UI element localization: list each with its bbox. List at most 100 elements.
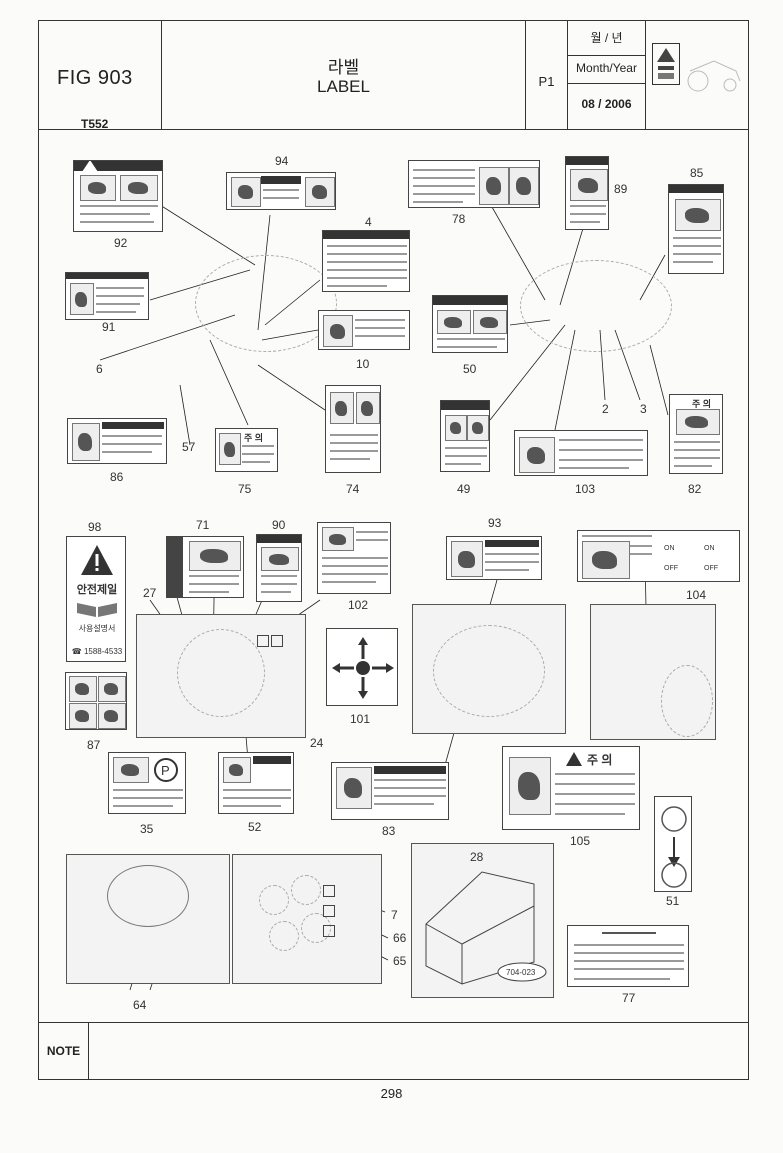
callout-78: 78 — [452, 212, 466, 226]
gauge-cluster-photo — [232, 854, 382, 984]
model-code: T552 — [81, 117, 109, 131]
label-98-safety-first: 안전제일 사용설명서 ☎ 1588-4533 — [66, 536, 126, 662]
label-103 — [514, 430, 648, 476]
callout-104: 104 — [686, 588, 707, 602]
callout-7: 7 — [391, 908, 398, 922]
label-102 — [317, 522, 391, 594]
tractor-left-sketch — [195, 255, 337, 352]
label-4 — [322, 230, 410, 292]
callout-98: 98 — [88, 520, 102, 534]
label-101-compass — [326, 628, 398, 706]
part-code-704-023: 704-023 — [506, 968, 536, 977]
label-51 — [654, 796, 692, 892]
label-93 — [446, 536, 542, 580]
label-91 — [65, 272, 149, 320]
label-89 — [565, 156, 609, 230]
label-105-caution: 주 의 — [587, 753, 613, 767]
callout-91: 91 — [102, 320, 116, 334]
callout-92: 92 — [114, 236, 128, 250]
steering-photo — [66, 854, 230, 984]
label-77 — [567, 925, 689, 987]
label-50 — [432, 295, 508, 353]
page-code: P1 — [538, 74, 555, 89]
callout-93: 93 — [488, 516, 502, 530]
callout-51: 51 — [666, 894, 680, 908]
header-block: FIG 903 T552 라벨 LABEL P1 월 / 년 Month/Yea… — [38, 20, 750, 131]
date-value: 08 / 2006 — [581, 97, 632, 111]
manual-text: 사용설명서 — [78, 624, 116, 633]
callout-65: 65 — [393, 954, 407, 968]
callout-52: 52 — [248, 820, 262, 834]
switch-on-text-2: ON — [704, 545, 715, 552]
callout-83: 83 — [382, 824, 396, 838]
callout-50: 50 — [463, 362, 477, 376]
callout-105: 105 — [570, 834, 591, 848]
page-code-cell: P1 — [526, 21, 568, 129]
callout-2: 2 — [602, 402, 609, 416]
label-85 — [668, 184, 724, 274]
svg-text:P: P — [161, 763, 170, 778]
label-74 — [325, 385, 381, 473]
parking-brake-icon: P — [154, 758, 178, 782]
callout-6: 6 — [96, 362, 103, 376]
label-87 — [65, 672, 127, 730]
date-divider — [568, 55, 645, 56]
warning-triangle-icon — [81, 545, 113, 575]
callout-86: 86 — [110, 470, 124, 484]
title-korean: 라벨 — [327, 58, 360, 77]
callout-82: 82 — [688, 482, 702, 496]
callout-3: 3 — [640, 402, 647, 416]
caution-triangle-icon — [566, 752, 582, 766]
label-105: 주 의 — [502, 746, 640, 830]
label-94 — [226, 172, 336, 210]
safety-first-text: 안전제일 — [76, 584, 118, 596]
label-78 — [408, 160, 540, 208]
label-49 — [440, 400, 490, 472]
dashboard-photo — [136, 614, 306, 738]
book-icon — [77, 603, 117, 617]
logo-icon — [652, 43, 680, 85]
title-cell: 라벨 LABEL — [162, 21, 526, 129]
callout-27: 27 — [143, 586, 157, 600]
label-83 — [331, 762, 449, 820]
label-75-caution: 주 의 — [244, 433, 264, 443]
label-52 — [218, 752, 294, 814]
fig-cell: FIG 903 T552 — [39, 21, 162, 131]
label-82-caution: 주 의 — [692, 399, 712, 409]
callout-66: 66 — [393, 931, 407, 945]
label-82: 주 의 — [669, 394, 723, 474]
fender-drawing: 704-023 — [411, 843, 554, 998]
lift-arrow-icon — [661, 806, 687, 888]
date-divider-2 — [568, 83, 645, 84]
date-label-english: Month/Year — [576, 61, 637, 75]
manufacturer-logo-cell — [646, 21, 750, 129]
callout-57: 57 — [182, 440, 196, 454]
page-number: 298 — [380, 1086, 403, 1101]
callout-87: 87 — [87, 738, 101, 752]
label-104: ON OFF ON OFF — [577, 530, 740, 582]
direction-arrows-icon — [332, 637, 394, 699]
faint-tractor-sketch-icon — [687, 60, 741, 92]
label-35: P — [108, 752, 186, 814]
callout-49: 49 — [457, 482, 471, 496]
fender-outline — [425, 871, 547, 985]
callout-28: 28 — [470, 850, 484, 864]
engine-side-photo — [412, 604, 566, 734]
callout-24: 24 — [310, 736, 324, 750]
cabin-photo — [590, 604, 716, 740]
callout-64: 64 — [133, 998, 147, 1012]
callout-103: 103 — [575, 482, 596, 496]
label-71 — [166, 536, 244, 598]
callout-35: 35 — [140, 822, 154, 836]
switch-on-text: ON — [664, 545, 675, 552]
callout-94: 94 — [275, 154, 289, 168]
note-box: NOTE — [38, 1022, 749, 1080]
callout-102: 102 — [348, 598, 369, 612]
phone-text: ☎ 1588-4533 — [71, 647, 123, 656]
callout-74: 74 — [346, 482, 360, 496]
callout-89: 89 — [614, 182, 628, 196]
callout-10: 10 — [356, 357, 370, 371]
label-75: 주 의 — [215, 428, 278, 472]
callout-71: 71 — [196, 518, 210, 532]
